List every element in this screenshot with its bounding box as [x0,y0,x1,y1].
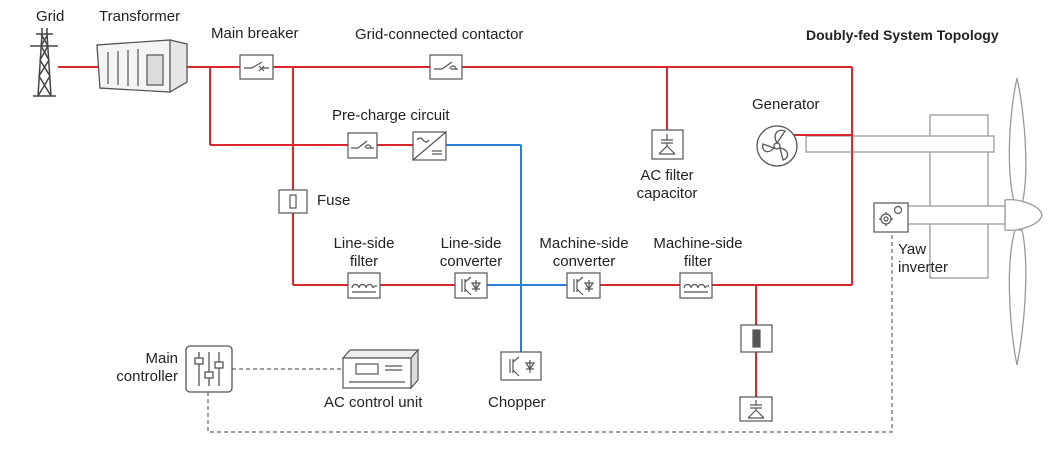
line-side-converter-label: Line-side converter [421,235,521,271]
fuse-icon [278,189,308,214]
signal-lines [207,232,893,433]
yaw-inverter-label: Yaw inverter [898,241,948,277]
yaw-inverter-label-line2: inverter [898,259,949,276]
bottom-capacitor-icon [739,396,773,422]
generator-icon [756,125,798,167]
transformer-label: Transformer [99,8,181,25]
ac-power-lines [58,66,853,397]
dc-bus-lines [446,144,567,352]
chopper-icon [500,351,542,381]
line-side-filter-label-line2: filter [349,253,379,270]
fuse-label: Fuse [317,192,351,209]
crowbar-resistor-icon [740,324,773,353]
diagram-title: Doubly-fed System Topology [806,27,999,43]
line-side-converter-label-line2: converter [439,253,503,270]
machine-side-filter-label-line2: filter [683,253,713,270]
ac-filter-capacitor-icon [651,129,684,160]
ac-filter-label-line1: AC filter [640,167,694,184]
precharge-contactor-icon [347,132,378,159]
machine-side-filter-icon [679,272,713,299]
ac-filter-label-line2: capacitor [636,185,698,202]
transformer-icon [96,39,188,94]
machine-side-converter-label-line2: converter [552,253,616,270]
grid-label: Grid [36,8,65,25]
yaw-inverter-icon [873,202,909,233]
line-side-filter-icon [347,272,381,299]
machine-side-converter-label-line1: Machine-side [539,235,629,252]
ac-control-unit-label: AC control unit [324,394,423,411]
grid-contactor-label: Grid-connected contactor [355,26,524,43]
generator-label: Generator [752,96,820,113]
wind-turbine [805,77,1043,366]
machine-side-converter-icon [566,272,601,299]
main-breaker-label: Main breaker [211,25,299,42]
ac-control-unit-icon [341,348,420,390]
main-controller-label-line2: controller [116,368,178,385]
chopper-label: Chopper [488,394,546,411]
machine-side-filter-label-line1: Machine-side [653,235,743,252]
line-side-converter-label-line1: Line-side [440,235,502,252]
main-breaker-icon [239,54,274,80]
ac-filter-label: AC filter capacitor [617,167,717,203]
precharge-rectifier-icon [412,131,447,161]
machine-side-converter-label: Machine-side converter [526,235,642,271]
grid-tower-icon [30,28,58,97]
line-side-converter-icon [454,272,488,299]
yaw-inverter-label-line1: Yaw [898,241,927,258]
main-controller-label-line1: Main [145,350,178,367]
main-controller-label: Main controller [108,350,178,386]
line-side-filter-label: Line-side filter [314,235,414,271]
grid-contactor-icon [429,54,463,80]
main-controller-icon [185,345,233,393]
machine-side-filter-label: Machine-side filter [640,235,756,271]
line-side-filter-label-line1: Line-side [333,235,395,252]
precharge-label: Pre-charge circuit [332,107,450,124]
